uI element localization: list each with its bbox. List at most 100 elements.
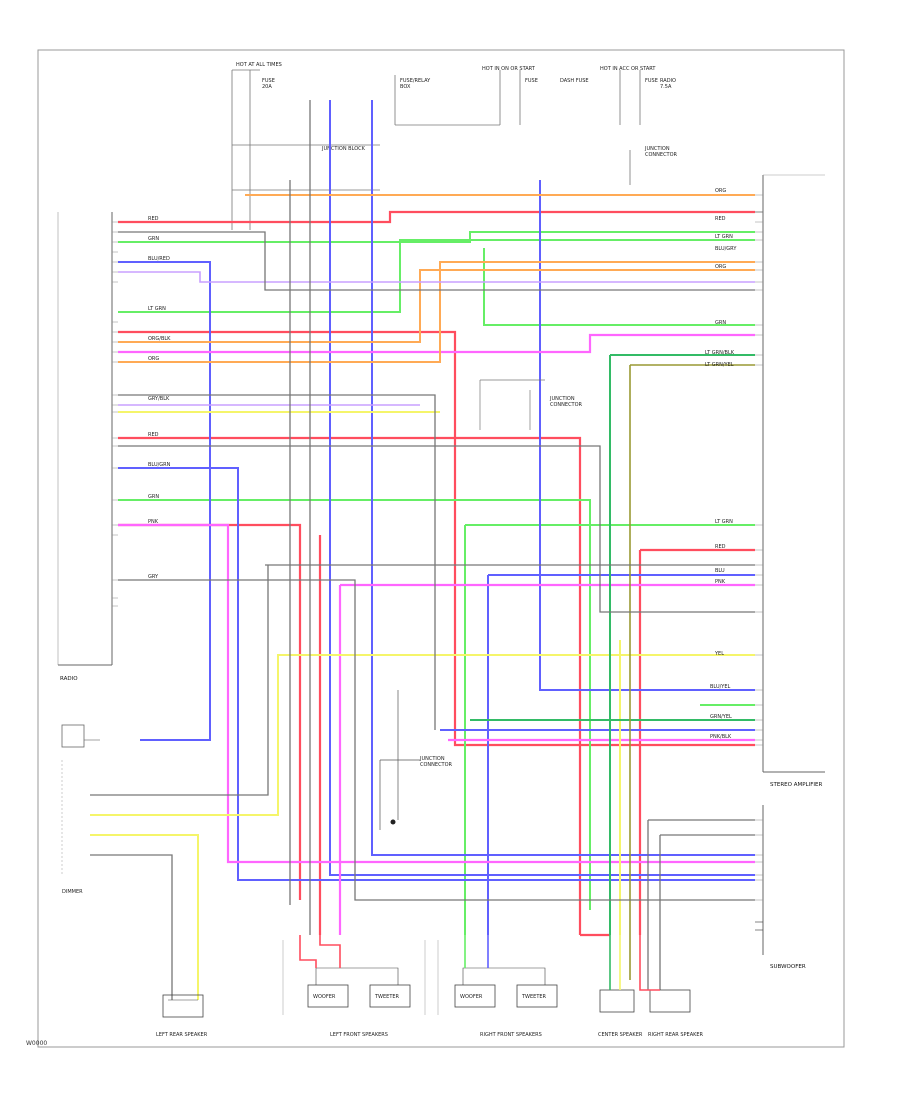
speaker-right-front: WOOFER TWEETER RIGHT FRONT SPEAKERS <box>454 967 558 1038</box>
radio-pin-stubs <box>112 221 118 607</box>
junction-mid-label-2: CONNECTOR <box>550 402 583 408</box>
svg-text:BLU: BLU <box>715 568 725 574</box>
svg-text:BLU/GRN: BLU/GRN <box>148 462 171 468</box>
svg-text:RED: RED <box>715 544 726 550</box>
subwoofer-unit: SUBWOOFER <box>762 805 806 970</box>
left-front-woofer-label: WOOFER <box>313 994 336 1000</box>
left-front-tweeter-icon <box>369 984 411 1008</box>
svg-text:JUNCTION BLOCK: JUNCTION BLOCK <box>321 146 366 152</box>
svg-text:GRN: GRN <box>148 494 159 500</box>
wire-olive <box>629 364 755 980</box>
svg-text:GRN/YEL: GRN/YEL <box>710 714 732 720</box>
svg-text:ORG: ORG <box>148 356 159 362</box>
left-front-woofer-icon <box>307 984 349 1008</box>
data-link-connector <box>380 690 420 820</box>
wire-lilac <box>118 271 755 406</box>
left-rear-speaker-icon <box>162 994 204 1018</box>
svg-text:PNK: PNK <box>148 519 159 525</box>
left-rear-speaker-label: LEFT REAR SPEAKER <box>156 1032 208 1038</box>
speaker-right-rear: RIGHT REAR SPEAKER <box>648 989 704 1038</box>
svg-text:FUSE/RELAY: FUSE/RELAY <box>400 78 431 84</box>
junction-connector-mid <box>479 379 545 430</box>
svg-text:LT GRN: LT GRN <box>715 519 733 525</box>
svg-text:FUSE: FUSE <box>525 78 538 84</box>
right-rear-speaker-label: RIGHT REAR SPEAKER <box>648 1032 704 1038</box>
svg-text:LT GRN/YEL: LT GRN/YEL <box>705 362 734 368</box>
right-front-tweeter-label: TWEETER <box>521 994 547 1000</box>
center-speaker-icon <box>599 989 635 1013</box>
svg-text:ORG: ORG <box>715 264 726 270</box>
svg-text:JUNCTION: JUNCTION <box>644 146 670 152</box>
svg-text:LT GRN: LT GRN <box>148 306 166 312</box>
amplifier-label: STEREO AMPLIFIER <box>770 782 822 788</box>
junction-bottom-label: JUNCTION <box>419 756 445 762</box>
left-front-speakers-label: LEFT FRONT SPEAKERS <box>330 1032 388 1038</box>
junction-bottom-label-2: CONNECTOR <box>420 762 453 768</box>
svg-text:RED: RED <box>148 216 159 222</box>
svg-text:DASH FUSE: DASH FUSE <box>560 78 589 84</box>
svg-text:FUSE: FUSE <box>645 78 658 84</box>
right-front-woofer-icon <box>454 984 496 1008</box>
left-front-tweeter-label: TWEETER <box>374 994 400 1000</box>
right-front-woofer-label: WOOFER <box>460 994 483 1000</box>
speaker-left-front: WOOFER TWEETER LEFT FRONT SPEAKERS <box>307 967 411 1038</box>
speaker-left-rear: LEFT REAR SPEAKER <box>156 994 208 1038</box>
svg-text:GRN: GRN <box>148 236 159 242</box>
stereo-amplifier-unit: STEREO AMPLIFIER <box>762 174 825 788</box>
svg-text:RED: RED <box>715 216 726 222</box>
svg-text:ORG/BLK: ORG/BLK <box>148 336 171 342</box>
radio-unit: RADIO <box>57 212 113 682</box>
wire-green <box>118 231 755 935</box>
wire-pink <box>118 333 755 935</box>
right-front-tweeter-icon <box>516 984 558 1008</box>
svg-text:CONNECTOR: CONNECTOR <box>645 152 678 158</box>
dimmer-unit: DIMMER <box>61 724 100 895</box>
svg-text:BLU/GRY: BLU/GRY <box>715 246 737 252</box>
wire-orange <box>118 194 755 363</box>
radio-label: RADIO <box>60 676 78 682</box>
speaker-feed-wires <box>299 935 660 991</box>
ground-point <box>390 819 396 825</box>
svg-text:BLU/RED: BLU/RED <box>148 256 170 262</box>
wire-red <box>118 210 755 937</box>
speaker-dividers <box>282 940 439 1015</box>
wire-thin-black <box>379 211 763 931</box>
svg-text:FUSE: FUSE <box>262 78 275 84</box>
svg-text:BOX: BOX <box>400 84 411 90</box>
top-labels: HOT AT ALL TIMES FUSE 20A FUSE/RELAY BOX… <box>236 62 678 158</box>
diagram-frame <box>37 49 845 1048</box>
svg-text:20A: 20A <box>262 84 272 90</box>
svg-text:LT GRN/BLK: LT GRN/BLK <box>705 350 735 356</box>
wire-darkgreen <box>470 354 755 935</box>
svg-text:7.5A: 7.5A <box>660 84 672 90</box>
wire-blue <box>118 100 755 935</box>
svg-text:HOT IN ON OR START: HOT IN ON OR START <box>482 66 536 72</box>
center-speaker-label: CENTER SPEAKER <box>598 1032 643 1038</box>
footer-code: W0000 <box>26 1040 48 1047</box>
svg-text:RED: RED <box>148 432 159 438</box>
svg-text:LT GRN: LT GRN <box>715 234 733 240</box>
junction-mid-label: JUNCTION <box>549 396 575 402</box>
svg-text:PNK: PNK <box>715 579 726 585</box>
subwoofer-label: SUBWOOFER <box>770 964 806 970</box>
svg-text:GRY: GRY <box>148 574 159 580</box>
wire-gray <box>90 100 755 1000</box>
radio-wire-labels: RED GRN BLU/RED LT GRN ORG/BLK ORG GRY/B… <box>148 216 171 580</box>
svg-text:GRN: GRN <box>715 320 726 326</box>
svg-text:YEL: YEL <box>714 651 724 657</box>
wire-yellow <box>90 411 755 1000</box>
svg-text:HOT IN ACC OR START: HOT IN ACC OR START <box>600 66 656 72</box>
speaker-center: CENTER SPEAKER <box>598 989 643 1038</box>
right-front-speakers-label: RIGHT FRONT SPEAKERS <box>480 1032 542 1038</box>
right-rear-speaker-icon <box>649 989 691 1013</box>
svg-text:PNK/BLK: PNK/BLK <box>710 734 732 740</box>
svg-text:BLU/YEL: BLU/YEL <box>710 684 731 690</box>
dimmer-label: DIMMER <box>62 889 83 895</box>
top-fuse-blocks <box>231 69 641 230</box>
amplifier-wire-labels: ORG RED LT GRN BLU/GRY ORG GRN LT GRN/BL… <box>705 188 737 740</box>
svg-text:RADIO: RADIO <box>660 78 676 84</box>
svg-text:GRY/BLK: GRY/BLK <box>148 396 170 402</box>
amplifier-pin-stubs <box>755 194 763 901</box>
svg-text:ORG: ORG <box>715 188 726 194</box>
